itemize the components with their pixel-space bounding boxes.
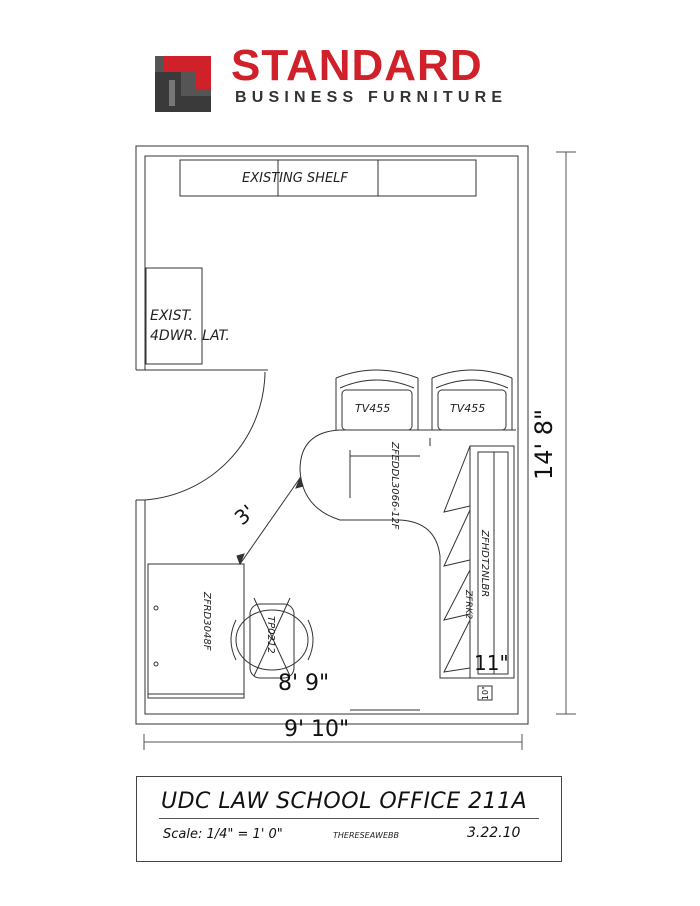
window-bottom [350, 709, 420, 715]
guest-chair-1-label: TV455 [355, 402, 390, 415]
guest-chair-1 [335, 369, 419, 431]
overall-width-label: 9' 10" [284, 717, 349, 742]
lateral-file-label-1: EXIST. [150, 308, 193, 324]
overall-height-dimension [556, 151, 576, 715]
drawing-author: THERESEAWEBB [333, 831, 399, 840]
pedestal-code-label: ZFRD3048F [201, 591, 212, 651]
title-block: UDC LAW SCHOOL OFFICE 211A Scale: 1/4" =… [136, 776, 562, 862]
task-chair [230, 597, 314, 679]
existing-lateral-file [145, 267, 203, 365]
clearance-label: 3' [230, 500, 259, 530]
inner-width-label: 8' 9" [278, 671, 329, 696]
guest-chair-2 [431, 369, 513, 431]
drawing-scale: Scale: 1/4" = 1' 0" [163, 827, 283, 842]
drawing-date: 3.22.10 [467, 825, 521, 841]
existing-shelf-label: EXISTING SHELF [242, 171, 348, 186]
desk-code-label: ZFEDDL3066-12F [389, 441, 400, 530]
chair-code-label: TP0212 [265, 616, 276, 654]
hutch-unit [443, 445, 515, 679]
hutch-depth-label: 11" [474, 651, 509, 675]
logo-subtitle: BUSINESS FURNITURE [235, 89, 508, 106]
company-logo: STANDARD BUSINESS FURNITURE [155, 44, 545, 112]
hutch-code-label-2: ZFRK2 [463, 589, 473, 619]
room-walls [135, 145, 529, 725]
pedestal-return [147, 563, 245, 699]
desk-top [299, 429, 516, 679]
overall-height-label: 14' 8" [530, 409, 558, 480]
existing-shelf [179, 159, 477, 197]
title-underline [159, 818, 539, 819]
drawing-title: UDC LAW SCHOOL OFFICE 211A [161, 789, 528, 814]
guest-chair-2-label: TV455 [450, 402, 485, 415]
logo-mark-icon [155, 56, 211, 112]
logo-wordmark: STANDARD [231, 41, 483, 90]
small-box [477, 685, 493, 701]
overall-width-dimension [143, 734, 523, 750]
clearance-dimension [236, 476, 304, 566]
lateral-file-label-2: 4DWR. LAT. [150, 328, 230, 344]
hutch-code-label: ZFHDT2NLBR [479, 529, 490, 597]
small-dim-label: 10" [481, 686, 490, 700]
door-swing [136, 369, 268, 501]
